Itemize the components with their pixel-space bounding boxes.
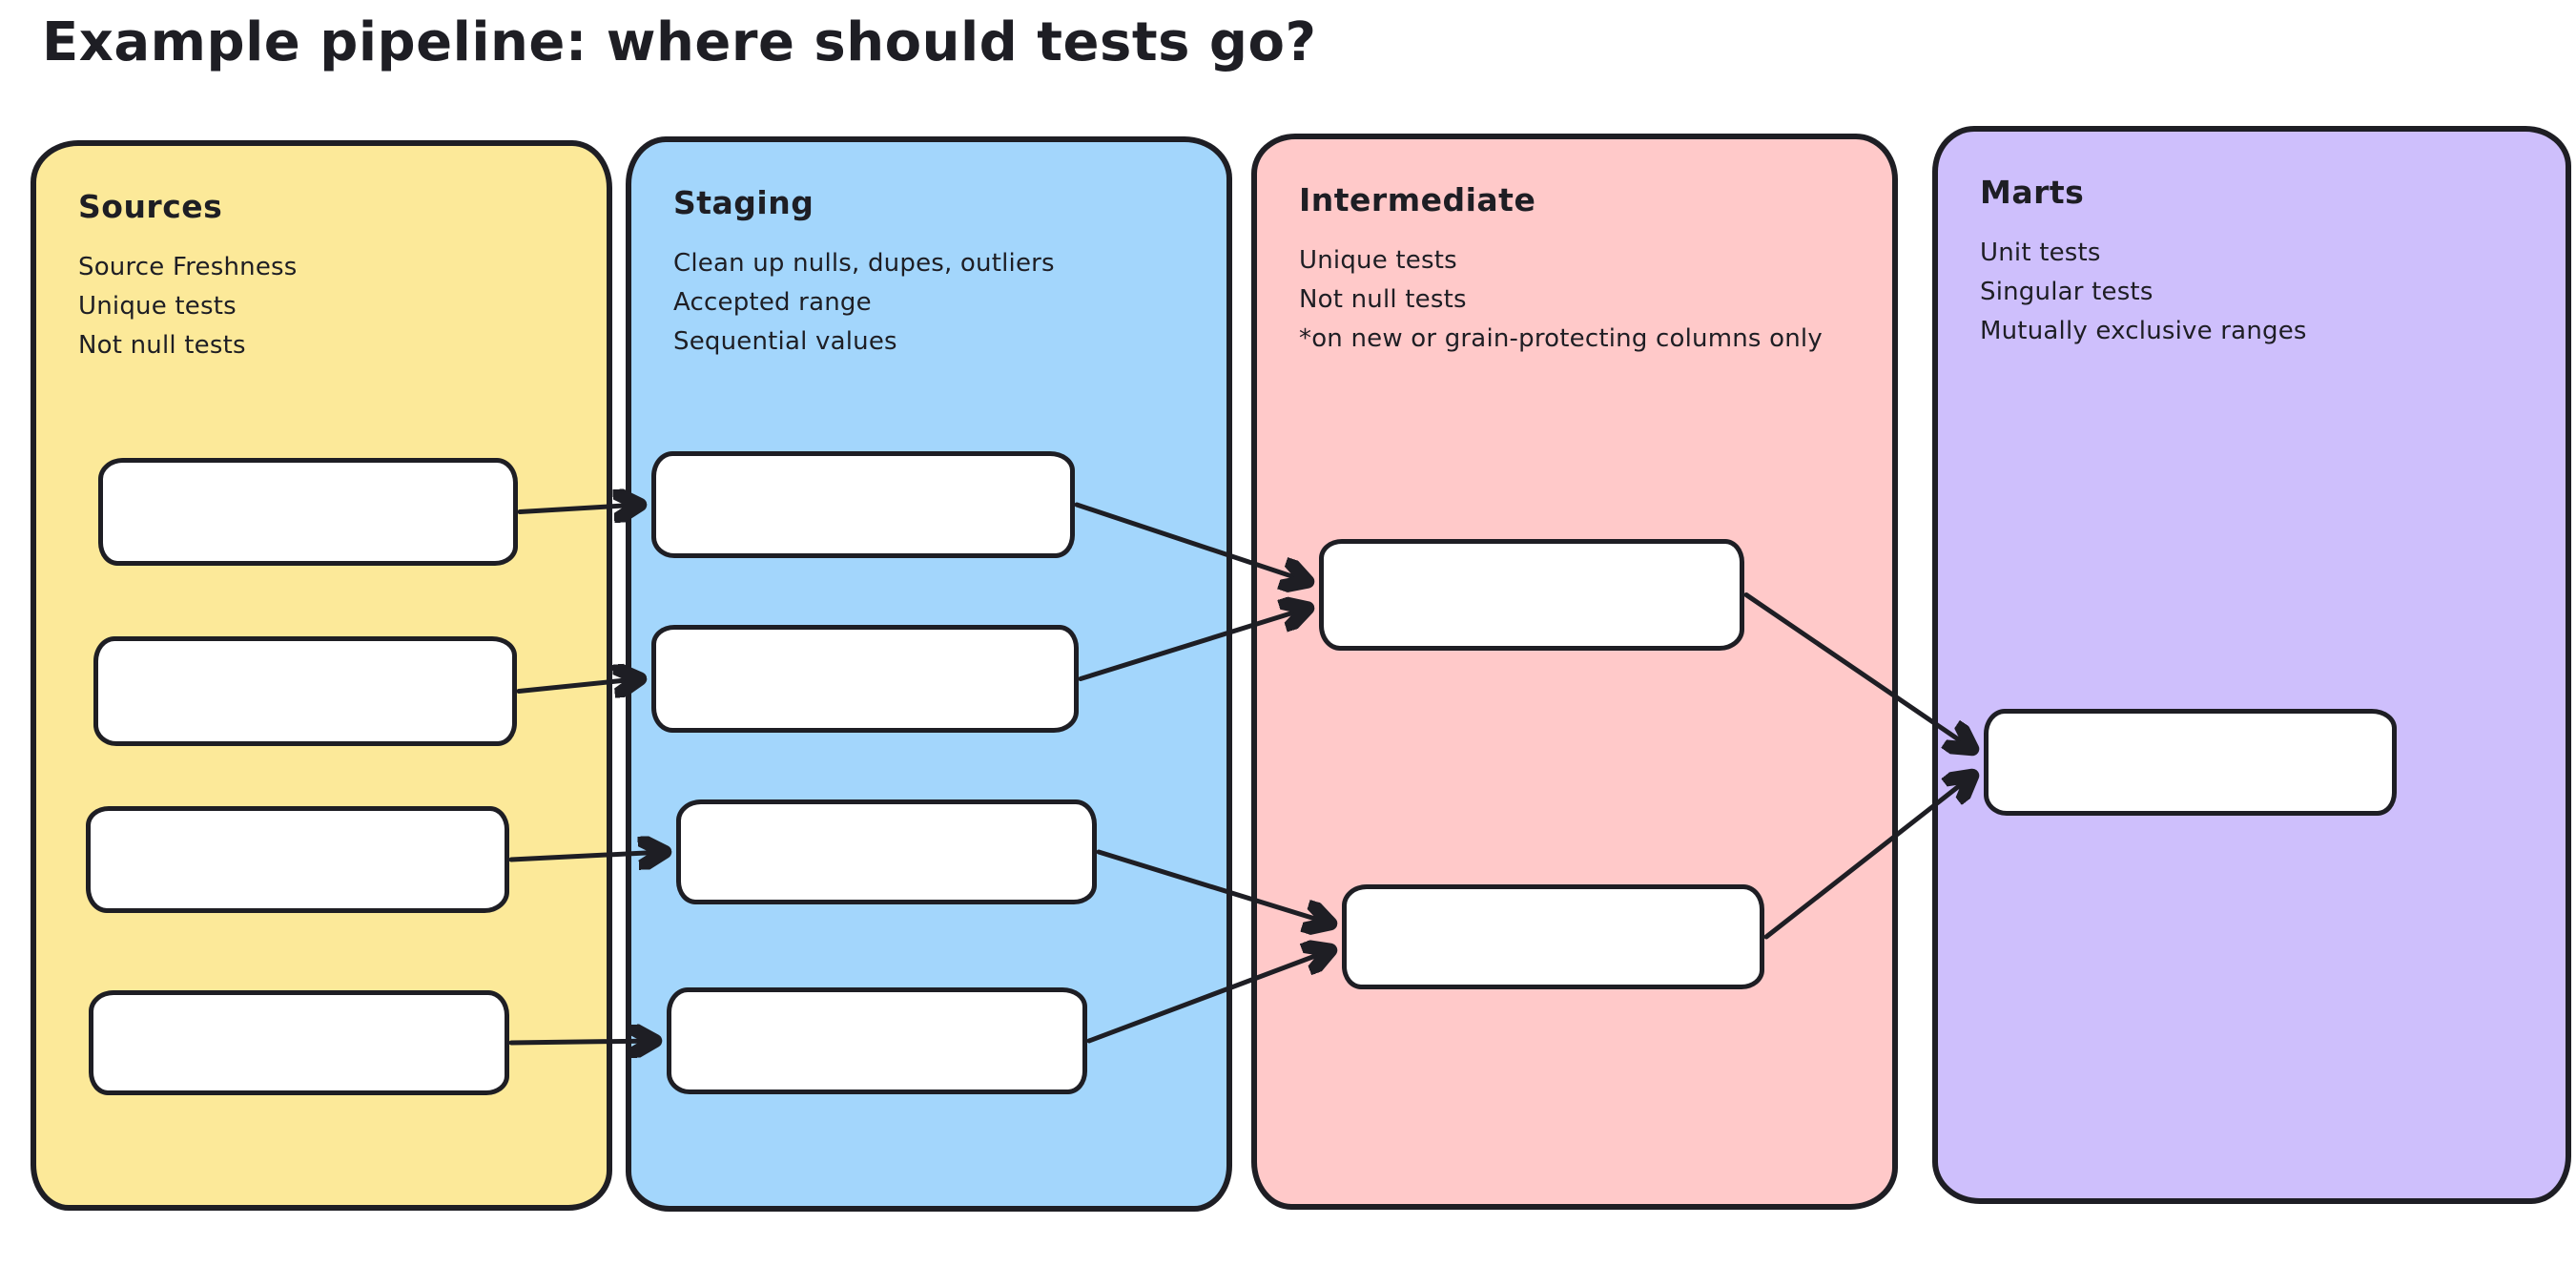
column-title-marts: Marts: [1980, 174, 2085, 211]
column-note: Unique tests: [78, 292, 237, 321]
column-title-intermediate: Intermediate: [1299, 181, 1536, 218]
column-note: Accepted range: [673, 288, 872, 317]
column-marts: Marts Unit tests Singular tests Mutually…: [1932, 126, 2571, 1204]
column-notes-intermediate: Unique tests Not null tests *on new or g…: [1299, 241, 1850, 359]
column-note: Not null tests: [78, 331, 246, 360]
sources-node-3: [86, 806, 509, 913]
column-note: Unique tests: [1299, 246, 1457, 275]
column-note: Unit tests: [1980, 239, 2101, 267]
intermediate-node-2: [1342, 884, 1764, 989]
column-note: *on new or grain-protecting columns only: [1299, 324, 1823, 353]
column-notes-staging: Clean up nulls, dupes, outliers Accepted…: [673, 244, 1185, 362]
staging-node-4: [667, 987, 1087, 1094]
column-note: Singular tests: [1980, 278, 2154, 306]
column-notes-sources: Source Freshness Unique tests Not null t…: [78, 248, 565, 365]
staging-node-1: [651, 451, 1075, 558]
intermediate-node-1: [1319, 539, 1744, 651]
column-intermediate: Intermediate Unique tests Not null tests…: [1251, 134, 1898, 1210]
column-note: Clean up nulls, dupes, outliers: [673, 249, 1055, 278]
column-note: Mutually exclusive ranges: [1980, 317, 2307, 345]
sources-node-1: [98, 458, 518, 566]
column-title-sources: Sources: [78, 188, 223, 225]
staging-node-2: [651, 625, 1079, 733]
column-notes-marts: Unit tests Singular tests Mutually exclu…: [1980, 234, 2524, 351]
column-note: Sequential values: [673, 327, 897, 356]
sources-node-2: [93, 636, 517, 746]
sources-node-4: [89, 990, 509, 1095]
column-note: Source Freshness: [78, 253, 298, 281]
column-note: Not null tests: [1299, 285, 1467, 314]
staging-node-3: [676, 799, 1097, 904]
diagram-title: Example pipeline: where should tests go?: [42, 11, 1317, 73]
column-title-staging: Staging: [673, 184, 814, 221]
marts-node-1: [1984, 709, 2397, 816]
